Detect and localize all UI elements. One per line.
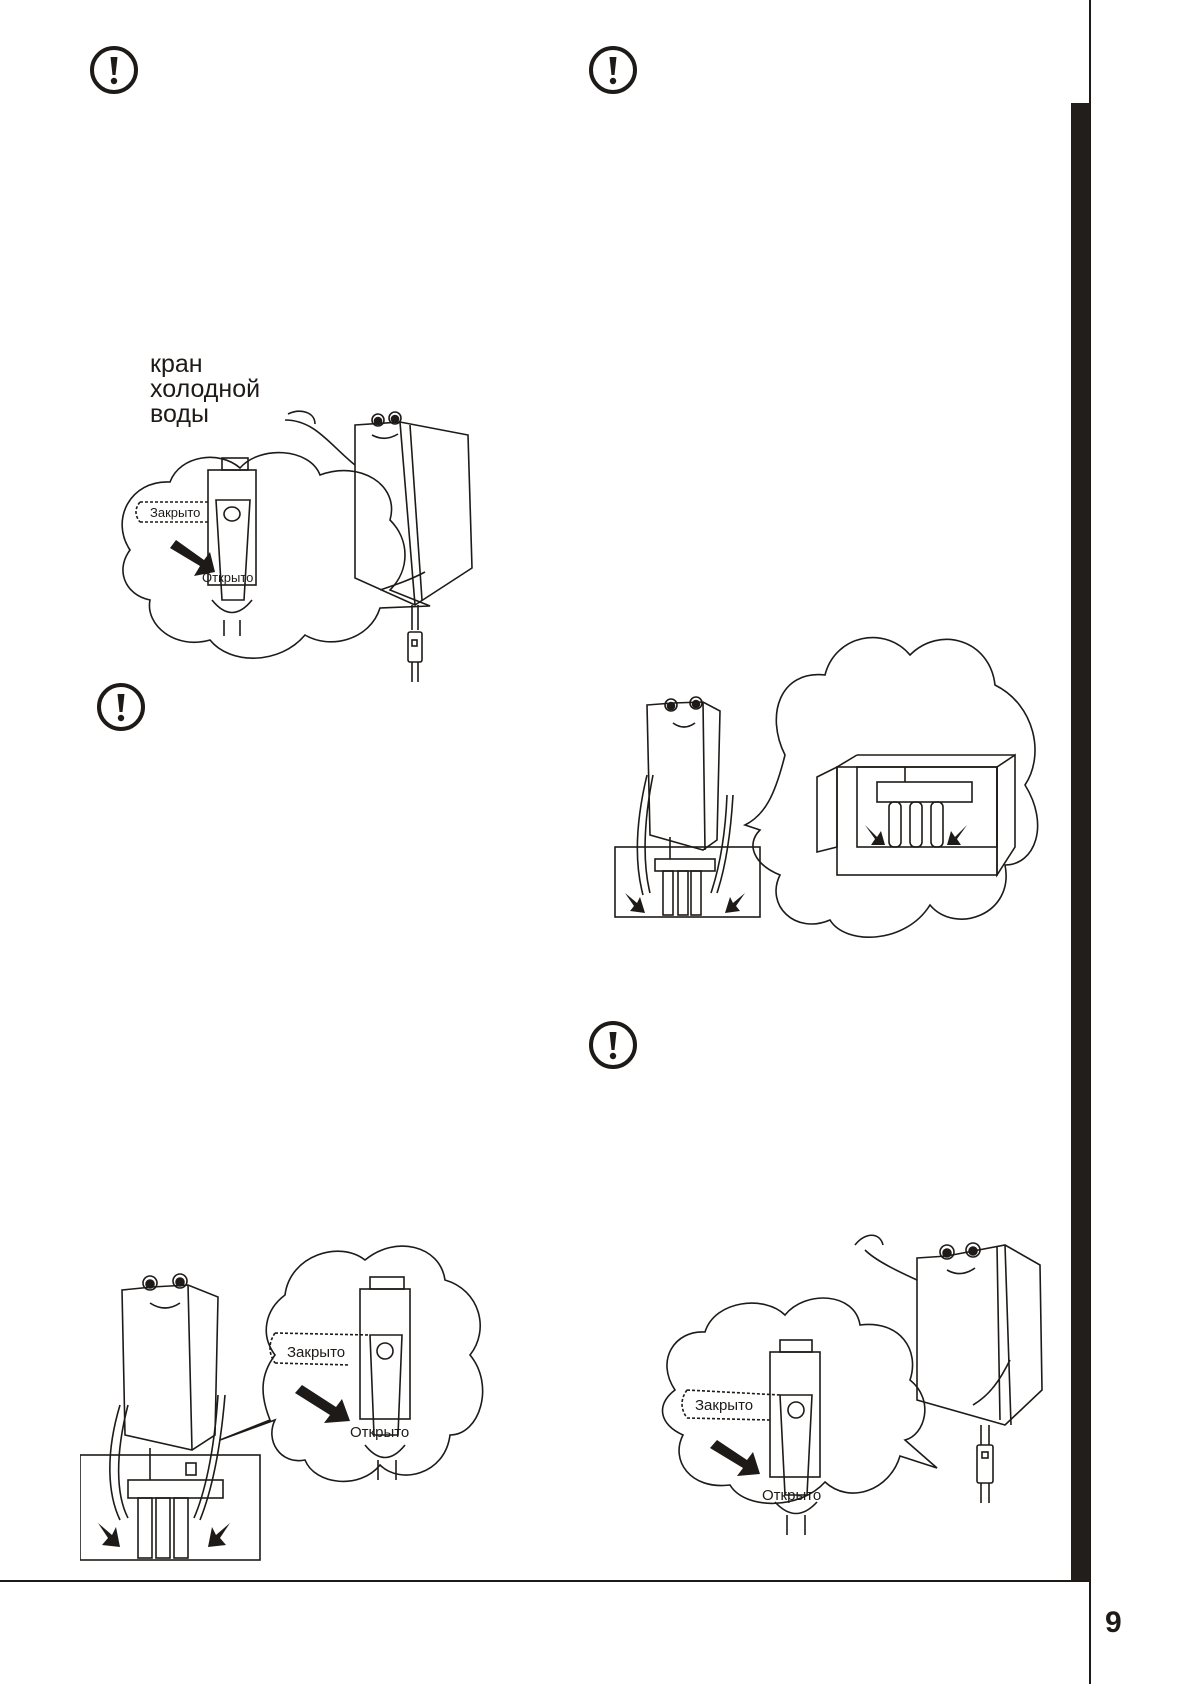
figure-4-illustration: Закрыто Открыто [661,1234,1043,1535]
turn-arrow-icon [170,540,215,576]
exclamation-circle-icon [589,1021,637,1069]
exclamation-circle-icon [97,683,145,731]
valve-drawing [135,457,257,636]
exclamation-circle-icon [589,46,637,94]
cabinet [816,753,1016,878]
closed-label: Закрыто [695,1397,753,1414]
thought-bubble [742,636,1039,938]
open-label: Открыто [350,1424,409,1441]
turn-arrow-icon [710,1440,760,1476]
closed-label: Закрыто [287,1344,345,1361]
caption-line: кран [150,350,203,378]
figure-2-illustration [614,636,1039,938]
turn-arrow-icon [625,893,645,913]
heater-character [854,1234,1043,1503]
figure-3-illustration: Закрыто Открыто [80,1245,484,1561]
page-number: 9 [1105,1606,1122,1639]
figure-1-caption: кран холодной воды [150,352,260,427]
thought-bubble [219,1245,484,1483]
turn-arrow-icon [295,1385,350,1423]
caption-line: холодной [150,375,261,403]
heater-character [614,696,761,918]
open-label: Открыто [202,570,253,585]
exclamation-circle-icon [90,46,138,94]
turn-arrow-icon [947,825,967,845]
turn-arrow-icon [208,1523,230,1547]
figure-1-illustration: Закрыто Открыто [121,410,473,682]
heater-character [284,410,473,682]
thought-bubble [121,451,431,659]
page-right-rule [1089,0,1091,1684]
valve-drawing [269,1276,411,1480]
thought-bubble [661,1297,938,1505]
heater-character [80,1273,261,1561]
section-side-bar [1071,103,1090,1581]
page-bottom-rule [0,1580,1090,1582]
turn-arrow-icon [725,893,745,913]
valve-drawing [681,1339,821,1535]
caption-line: воды [150,400,209,428]
open-label: Открыто [762,1487,821,1504]
turn-arrow-icon [865,825,885,845]
turn-arrow-icon [98,1523,120,1547]
closed-label: Закрыто [150,505,200,520]
